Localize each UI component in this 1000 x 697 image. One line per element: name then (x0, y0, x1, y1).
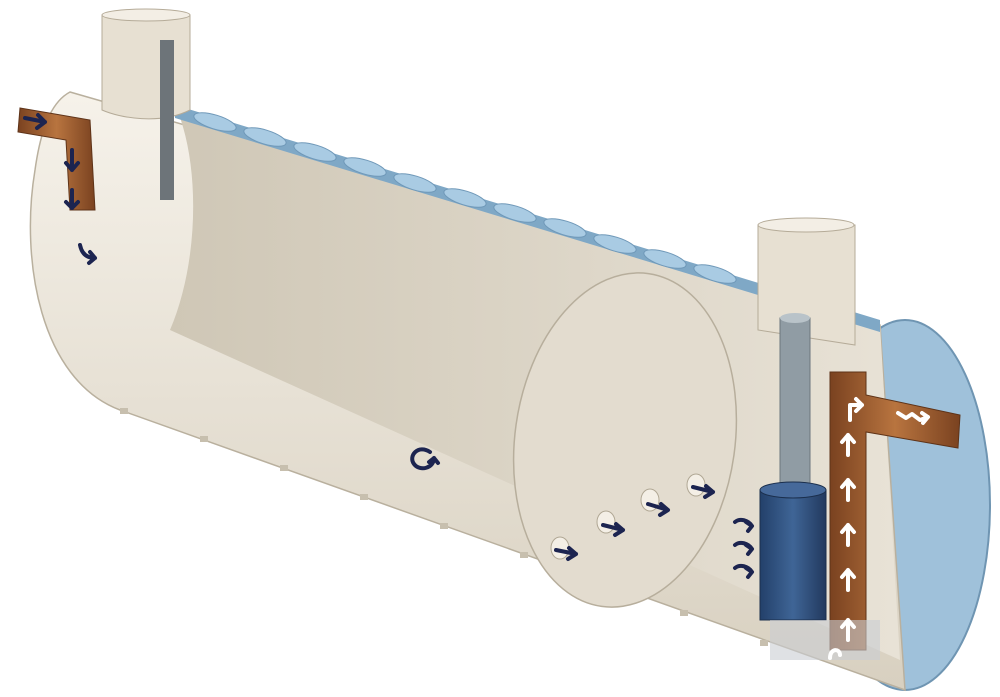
flow-arrow-icon (733, 563, 754, 579)
flow-arrow-icon (78, 243, 97, 265)
flow-arrow-icon (840, 618, 856, 642)
flow-arrow-icon (64, 148, 80, 172)
flow-arrow-icon (554, 546, 578, 561)
flow-arrow-icon (840, 433, 856, 457)
inlet-pipe (17, 107, 96, 211)
flow-arrow-icon (840, 523, 856, 547)
effluent-filter (759, 489, 827, 621)
flow-arrow-icon (601, 522, 625, 537)
flow-arrow-icon (840, 568, 856, 592)
flow-arrow-icon (848, 397, 864, 422)
flow-arrow-icon (23, 113, 47, 130)
flow-arrow-icon (733, 540, 754, 556)
swirl-arrow-icon (410, 447, 440, 471)
flow-arrow-icon (733, 517, 754, 533)
outlet-base (770, 620, 880, 660)
flow-arrow-icon (828, 648, 842, 660)
flow-arrow-icon (691, 484, 715, 499)
baffle-wall (512, 272, 738, 608)
inlet-riser-tube (101, 14, 191, 120)
filter-rod (779, 317, 811, 504)
flow-arrow-icon (896, 411, 930, 425)
flow-arrow-icon (646, 502, 670, 517)
flow-arrow-icon (64, 188, 80, 210)
flow-arrow-icon (840, 478, 856, 502)
inlet-vent-pipe (160, 40, 174, 200)
tank-ribs (193, 112, 737, 284)
outlet-flow-arrows (828, 397, 930, 660)
flow-arrows (23, 113, 754, 579)
